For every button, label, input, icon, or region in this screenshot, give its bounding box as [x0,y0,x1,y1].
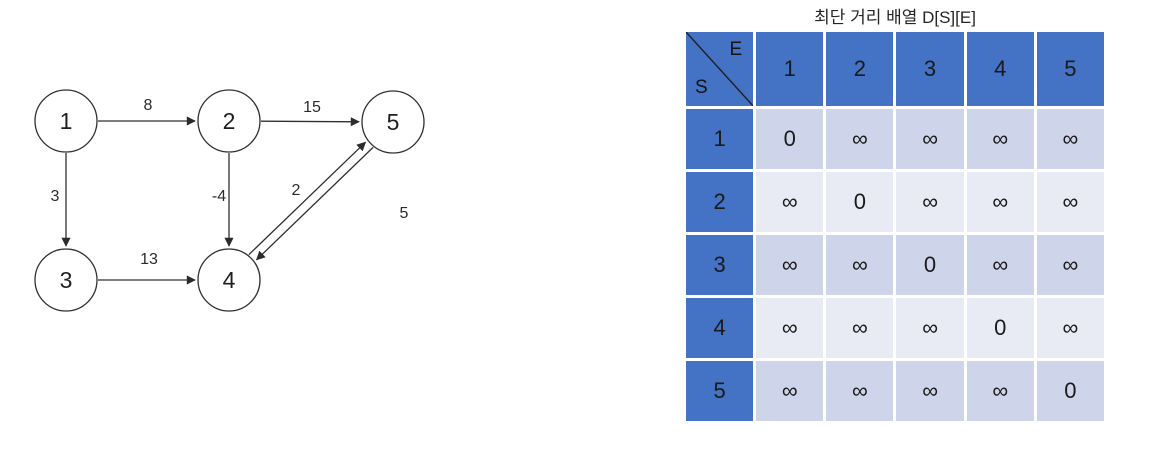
col-header: 2 [826,32,894,106]
edge-5-to-4 [255,146,374,261]
node-label-2: 2 [223,108,236,134]
node-3 [34,248,98,312]
table-cell: ∞ [756,172,824,232]
edge-weight-2-4: -4 [212,188,226,205]
table-row: 5 ∞ ∞ ∞ ∞ 0 [686,361,1104,421]
table-cell: ∞ [896,109,964,169]
row-header: 5 [686,361,754,421]
col-header: 1 [756,32,824,106]
table-cell: ∞ [896,361,964,421]
edge-weight-5-4: 5 [400,205,409,222]
row-header: 3 [686,235,754,295]
row-header: 2 [686,172,754,232]
edge-weight-1-2: 8 [144,97,153,114]
edge-weight-1-3: 3 [51,188,60,205]
table-cell: ∞ [826,109,894,169]
table-cell: ∞ [826,235,894,295]
edge-weight-3-4: 13 [140,251,158,268]
table-cell: ∞ [966,172,1034,232]
table-cell: 0 [896,235,964,295]
table-cell: ∞ [826,361,894,421]
distance-table: E S 1 2 3 4 5 1 0 ∞ ∞ ∞ ∞ [683,29,1107,424]
table-cell: ∞ [1036,109,1104,169]
row-header: 1 [686,109,754,169]
table-row: 2 ∞ 0 ∞ ∞ ∞ [686,172,1104,232]
table-cell: 0 [756,109,824,169]
table-cell: ∞ [966,235,1034,295]
corner-diagonal-line [686,32,753,106]
node-2 [197,89,261,153]
corner-label-s: S [695,77,708,98]
edge-weight-2-5: 15 [303,99,321,116]
graph-svg: 8 15 3 -4 13 2 5 1 2 5 3 4 [34,89,425,312]
node-label-4: 4 [223,267,236,293]
table-title: 최단 거리 배열 D[S][E] [814,8,976,27]
distance-table-panel: 최단 거리 배열 D[S][E] E S 1 2 3 4 5 [683,3,1107,424]
table-cell: ∞ [826,298,894,358]
table-cell: 0 [966,298,1034,358]
table-cell: ∞ [896,298,964,358]
edge-4-to-5 [248,141,367,256]
edge-weight-4-5: 2 [292,182,301,199]
node-5 [361,90,425,154]
col-header: 5 [1036,32,1104,106]
table-cell: ∞ [896,172,964,232]
corner-label-e: E [729,39,743,60]
table-cell: ∞ [1036,235,1104,295]
row-header: 4 [686,298,754,358]
table-cell: ∞ [756,298,824,358]
table-cell: ∞ [756,235,824,295]
node-label-5: 5 [387,109,400,135]
table-cell: ∞ [1036,172,1104,232]
node-label-3: 3 [60,267,73,293]
table-row: 4 ∞ ∞ ∞ 0 ∞ [686,298,1104,358]
header-row: E S 1 2 3 4 5 [686,32,1104,106]
edge-2-to-5 [260,117,360,127]
node-1 [34,89,98,153]
node-label-1: 1 [60,108,73,134]
table-cell: ∞ [966,109,1034,169]
table-cell: 0 [1036,361,1104,421]
table-row: 1 0 ∞ ∞ ∞ ∞ [686,109,1104,169]
table-cell: ∞ [756,361,824,421]
col-header: 4 [966,32,1034,106]
table-cell: ∞ [966,361,1034,421]
table-cell: ∞ [1036,298,1104,358]
table-row: 3 ∞ ∞ 0 ∞ ∞ [686,235,1104,295]
node-4 [197,248,261,312]
col-header: 3 [896,32,964,106]
table-cell: 0 [826,172,894,232]
corner-cell: E S [686,32,754,106]
graph-nodes: 1 2 5 3 4 [34,89,425,312]
